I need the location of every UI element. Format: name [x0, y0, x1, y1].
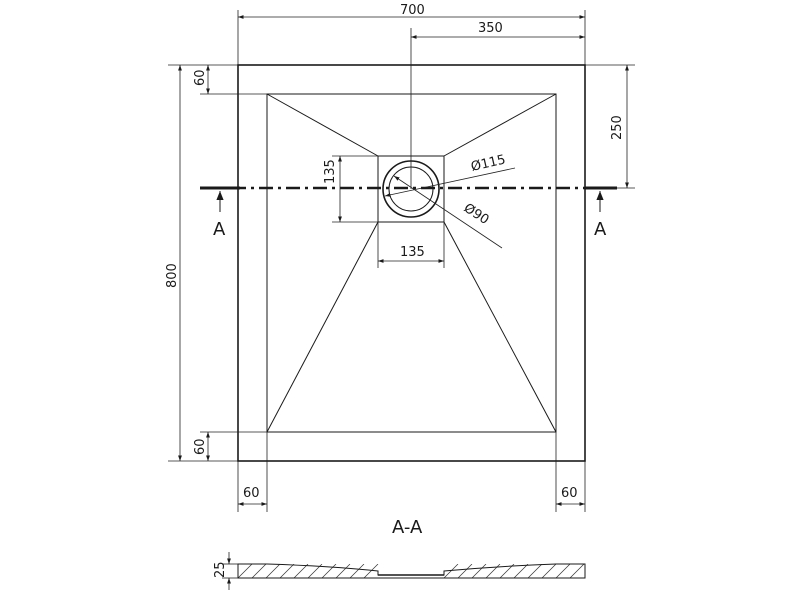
slope-line — [266, 93, 379, 157]
dim-bottom-border: 60 — [193, 431, 267, 461]
dim-text-135-height: 135 — [323, 159, 338, 184]
section-cut-line: A A — [200, 186, 617, 240]
dim-text-800: 800 — [165, 263, 180, 288]
dim-drain-offset: 250 — [585, 64, 635, 189]
dim-left-border: 60 — [237, 432, 268, 512]
dim-text-60-left: 60 — [243, 486, 260, 501]
dim-drain-height: 135 — [323, 155, 378, 223]
dim-text-25: 25 — [213, 561, 228, 578]
dim-text-135-width: 135 — [400, 245, 425, 260]
dim-top-border: 60 — [193, 65, 267, 95]
profile-outline — [237, 563, 586, 579]
dim-text-diameter-115: Ø115 — [470, 152, 508, 174]
dim-text-60-right: 60 — [561, 486, 578, 501]
dim-right-border: 60 — [555, 432, 586, 512]
dim-overall-width: 700 — [237, 3, 586, 65]
section-marker-right: A — [594, 219, 607, 240]
dim-text-60-top: 60 — [193, 69, 208, 86]
section-profile: 25 — [213, 552, 586, 590]
dim-text-60-bottom: 60 — [193, 438, 208, 455]
dim-text-700: 700 — [400, 3, 425, 18]
tray-inner-outline — [266, 93, 557, 433]
section-marker-left: A — [213, 219, 226, 240]
dim-drain-width: 135 — [377, 222, 445, 268]
dim-text-350: 350 — [478, 21, 503, 36]
slope-line — [266, 221, 379, 433]
tray-plan-view — [237, 64, 586, 462]
dim-text-250: 250 — [610, 115, 625, 140]
tray-outer-outline — [237, 64, 586, 462]
slope-line — [443, 221, 557, 433]
leader-outer-diameter: Ø115 — [384, 152, 516, 197]
section-title: A-A — [392, 517, 423, 538]
dim-overall-length: 800 — [165, 64, 238, 462]
dim-half-width: 350 — [410, 21, 585, 189]
slope-line — [443, 93, 557, 157]
